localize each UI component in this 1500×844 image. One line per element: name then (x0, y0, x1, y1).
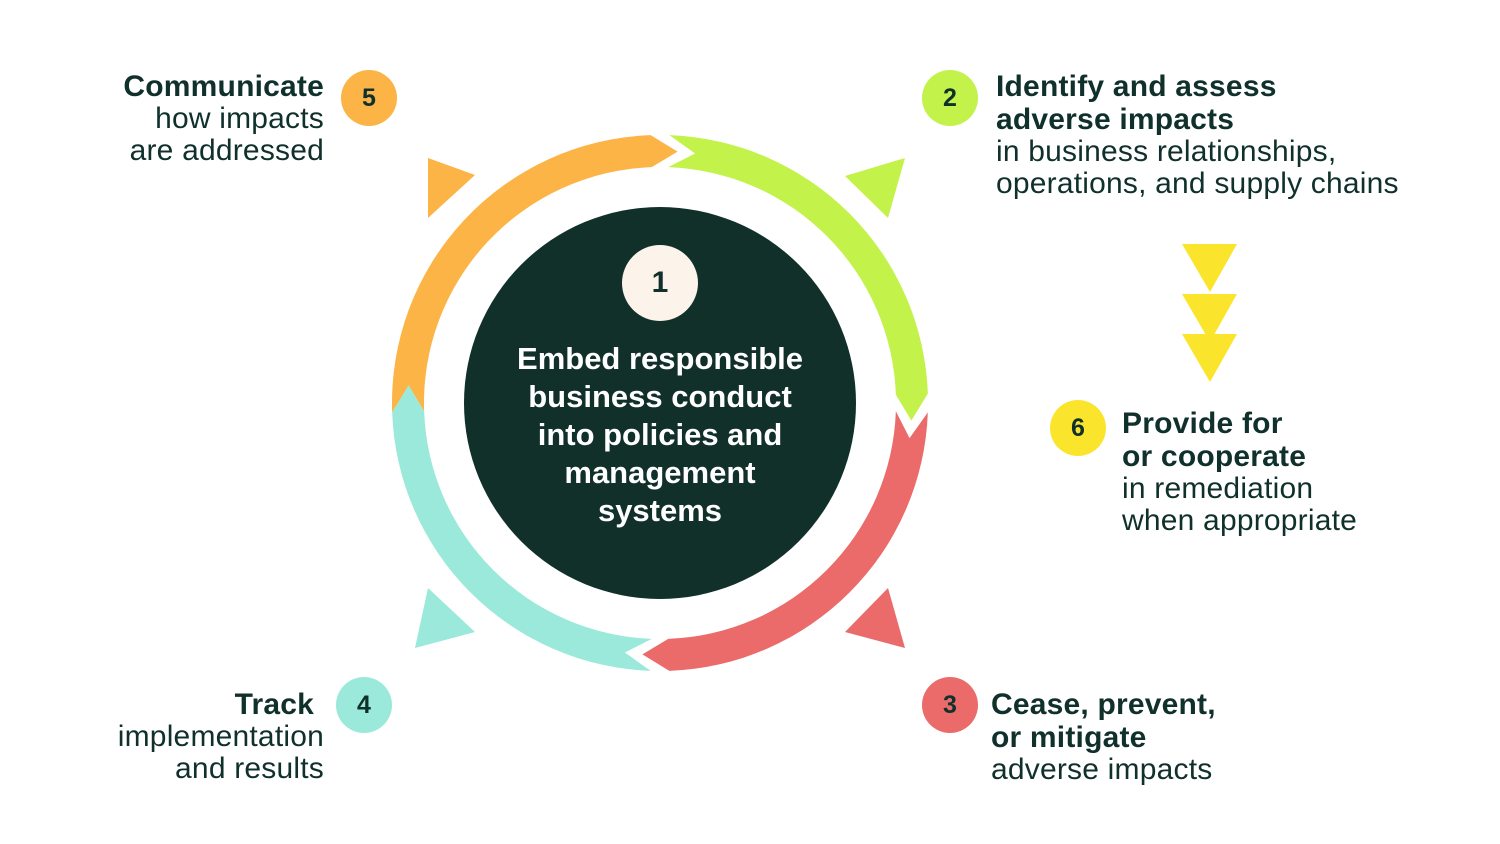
step-6-subtext: in remediation (1122, 472, 1314, 505)
step-6-subtext: when appropriate (1122, 504, 1358, 537)
step-6-heading: or cooperate (1122, 440, 1307, 473)
cycle-ring (392, 135, 928, 671)
step-6-badge: 6 (1050, 400, 1106, 456)
step-2-label: Identify and assess adverse impacts in b… (996, 70, 1456, 200)
center-line: into policies and (537, 417, 783, 452)
step-4-label: Track implementation and results (60, 688, 324, 785)
step-4-subtext: and results (175, 752, 324, 785)
lime-arrow-segment (668, 135, 928, 421)
step-4-subtext: implementation (117, 720, 324, 753)
step-5-subtext: how impacts (155, 102, 324, 135)
chevron-down-icon (1182, 244, 1237, 382)
step-5-label: Communicate how impacts are addressed (60, 70, 324, 167)
step-6-label: Provide for or cooperate in remediation … (1122, 407, 1452, 537)
orange-pointer-icon (428, 158, 475, 218)
step-2-heading: Identify and assess (996, 70, 1277, 103)
step-5-heading: Communicate (123, 70, 324, 103)
step-3-subtext: adverse impacts (991, 753, 1213, 786)
teal-pointer-icon (415, 588, 475, 648)
step-2-heading: adverse impacts (996, 103, 1235, 136)
step-5-subtext: are addressed (129, 134, 324, 167)
step-3-heading: or mitigate (991, 721, 1147, 754)
center-line: Embed responsible (517, 341, 803, 376)
step-5-badge: 5 (341, 70, 397, 126)
lime-pointer-icon (845, 158, 905, 218)
step-4-badge: 4 (336, 677, 392, 733)
orange-arrow-segment (392, 135, 678, 413)
center-step-badge: 1 (622, 245, 698, 321)
center-line: business conduct (528, 379, 792, 414)
step-2-subtext: in business relationships, (996, 135, 1337, 168)
step-6-heading: Provide for (1122, 407, 1283, 440)
step-2-badge: 2 (922, 70, 978, 126)
step-4-heading: Track (234, 688, 314, 721)
center-line: management (564, 455, 756, 490)
red-pointer-icon (845, 588, 905, 648)
red-arrow-segment (642, 411, 928, 671)
teal-arrow-segment (392, 385, 652, 671)
center-step-text: Embed responsible business conduct into … (480, 340, 840, 530)
center-line: systems (597, 493, 723, 528)
center-circle (464, 207, 856, 599)
step-3-label: Cease, prevent, or mitigate adverse impa… (991, 688, 1391, 786)
step-3-badge: 3 (922, 677, 978, 733)
step-2-subtext: operations, and supply chains (996, 167, 1399, 200)
step-3-heading: Cease, prevent, (991, 688, 1216, 721)
